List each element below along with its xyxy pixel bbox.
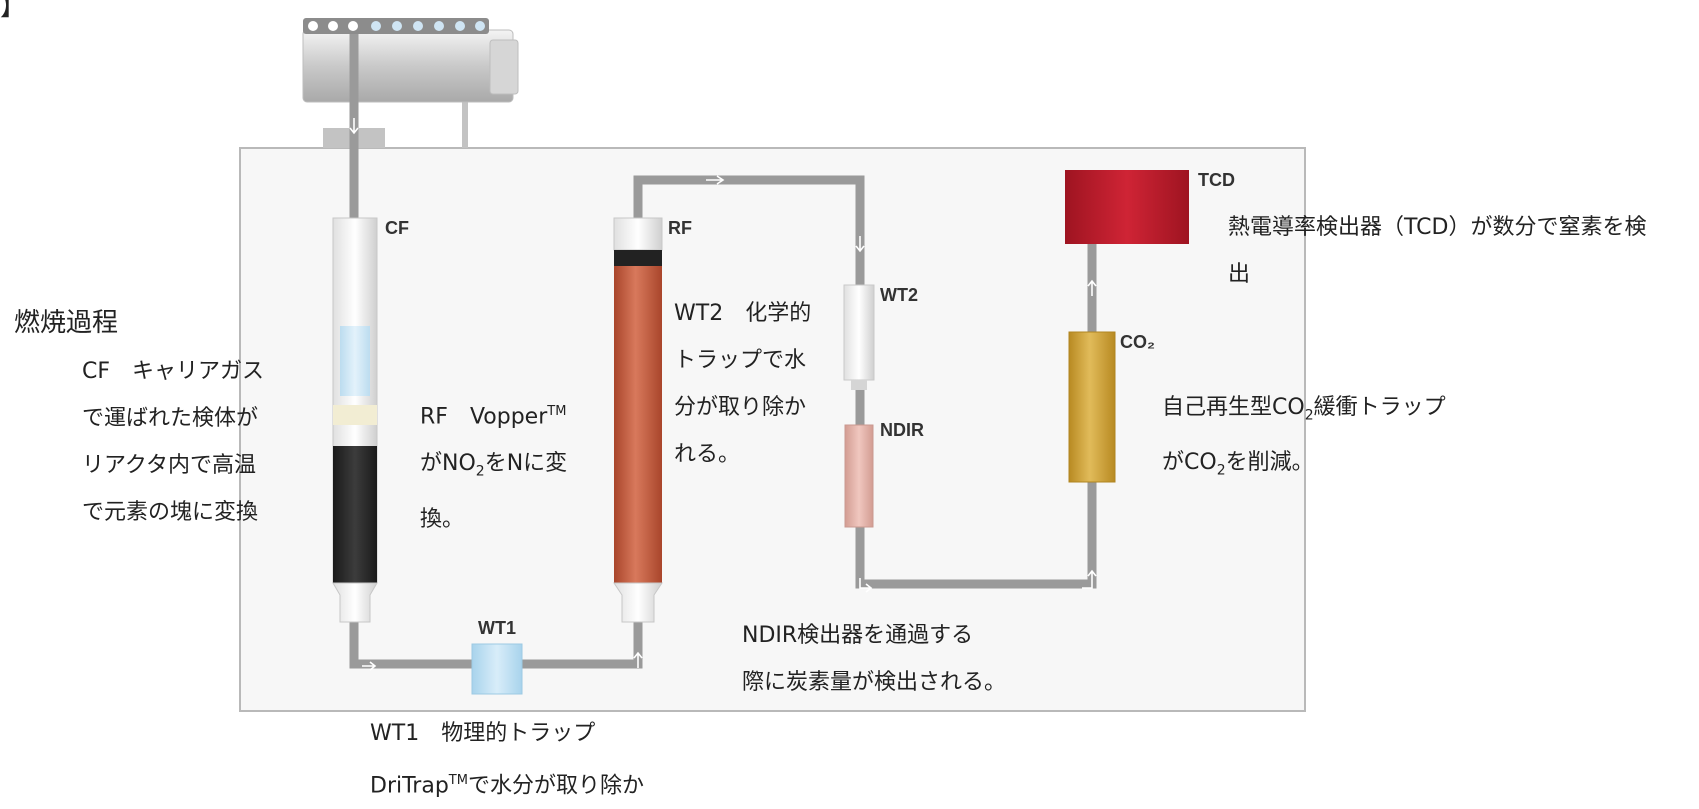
cf-desc-line: で元素の塊に変換 (82, 500, 259, 525)
cf-desc-line: で運ばれた検体が (82, 406, 259, 431)
cf-label: CF (385, 218, 409, 238)
wt2-desc-line: 分が取り除か (674, 395, 807, 420)
flow-arrows (349, 118, 1097, 671)
tcd-label: TCD (1198, 170, 1235, 190)
co2-desc-text: を削減。 (1225, 450, 1314, 476)
wt2-desc-line: れる。 (674, 442, 741, 467)
co2-desc-sub: 2 (1304, 407, 1314, 424)
rf-desc-text: をNに変 (484, 451, 568, 477)
co2-label: CO₂ (1120, 332, 1155, 352)
tcd-detector (1065, 170, 1189, 244)
autosampler-icon (302, 18, 519, 148)
wt1-desc-text: で水分が取り除か (467, 773, 644, 799)
ndir-description: NDIR検出器を通過する 際に炭素量が検出される。 (742, 612, 1006, 706)
tcd-desc-line: 出 (1228, 262, 1251, 287)
wt1-trap (471, 643, 523, 695)
wt1-desc-line: WT1 物理的トラップ (370, 721, 596, 746)
rf-reactor-column (613, 217, 663, 623)
wt2-desc-line: トラップで水 (674, 348, 807, 373)
wt2-label: WT2 (880, 285, 918, 305)
cf-desc-line: CF キャリアガス (82, 359, 265, 384)
co2-desc-text: がCO (1162, 450, 1217, 476)
tcd-desc-line: 熱電導率検出器（TCD）が数分で窒素を検 (1228, 215, 1647, 240)
wt1-desc-sup: TM (448, 773, 468, 788)
tcd-description: 熱電導率検出器（TCD）が数分で窒素を検 出 (1228, 204, 1646, 298)
rf-desc-text: 換。 (420, 506, 465, 532)
wt1-description: WT1 物理的トラップ DriTrapTMで水分が取り除か (370, 710, 644, 809)
rf-desc-sup: TM (547, 404, 567, 419)
ndir-label: NDIR (880, 420, 924, 440)
cf-description: CF キャリアガス で運ばれた検体が リアクタ内で高温 で元素の塊に変換 (82, 348, 264, 536)
co2-desc-text: 緩衝トラップ (1313, 395, 1446, 420)
co2-desc-sub: 2 (1216, 462, 1226, 479)
wt2-desc-line: WT2 化学的 (674, 301, 812, 326)
header-fragment: 】 (0, 0, 27, 22)
ndir-detector (844, 424, 874, 528)
wt1-label: WT1 (478, 618, 516, 638)
co2-desc-text: 自己再生型CO (1162, 395, 1305, 420)
rf-desc-sub: 2 (475, 463, 485, 480)
rf-desc-text: RF Vopper (420, 404, 548, 430)
cf-reactor-column (332, 217, 378, 623)
cf-desc-line: リアクタ内で高温 (82, 453, 257, 478)
wt2-trap (843, 284, 875, 390)
wt2-description: WT2 化学的 トラップで水 分が取り除か れる。 (674, 290, 811, 478)
ndir-desc-line: 際に炭素量が検出される。 (742, 670, 1007, 695)
co2-trap (1068, 331, 1116, 483)
section-title: 燃焼過程 (14, 308, 119, 338)
rf-label: RF (668, 218, 692, 238)
ndir-desc-line: NDIR検出器を通過する (742, 623, 974, 648)
co2-description: 自己再生型CO2緩衝トラップ がCO2を削減。 (1162, 384, 1446, 495)
rf-description: RF VopperTM がNO2をNに変 換。 (420, 388, 567, 543)
wt1-desc-text: DriTrap (370, 773, 449, 799)
rf-desc-text: がNO (420, 451, 476, 477)
